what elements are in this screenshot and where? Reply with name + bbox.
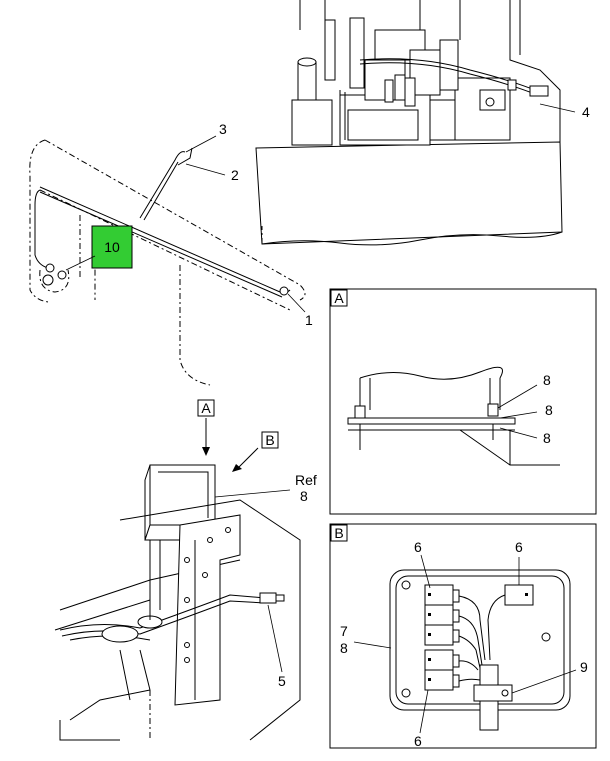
callout-8-a1: 8 [543,372,551,388]
callout-7: 7 [340,623,348,639]
detail-b-view: B 6 [329,523,597,749]
callout-7-8: 8 [340,640,348,656]
view-b-box [261,431,279,449]
callout-ref: Ref [295,472,317,488]
bracket-assembly-view: 5 Ref 8 [54,464,317,741]
callout-2: 2 [231,167,239,183]
view-a-arrow [202,447,210,456]
callout-10-highlight[interactable] [91,225,133,269]
callout-5: 5 [278,673,286,689]
view-a-box [197,399,215,417]
callout-8-a2: 8 [545,402,553,418]
view-a-label: A [201,400,211,416]
detail-a-frame [329,288,597,515]
view-indicators: A B [197,399,279,472]
callout-8-a3: 8 [543,430,551,446]
detail-b-label: B [334,525,343,541]
cab-frame-view: 1 2 3 10 [29,121,313,386]
callout-3: 3 [219,121,227,137]
callout-6-b1: 6 [414,539,422,555]
detail-a-label: A [334,290,344,306]
detail-a-view: A 8 8 8 [329,288,597,515]
callout-6-b3: 6 [414,733,422,749]
callout-1: 1 [305,312,313,328]
detail-b-tag [330,524,348,542]
view-b-label: B [265,432,274,448]
callout-6-b2: 6 [515,539,523,555]
callout-10: 10 [104,239,120,255]
engine-frame-view: 4 [255,0,590,246]
callout-9: 9 [580,659,588,675]
detail-b-frame [329,523,597,749]
detail-a-tag [330,289,348,307]
view-b-arrow [232,464,242,472]
callout-ref-8: 8 [300,488,308,504]
callout-4: 4 [582,104,590,120]
